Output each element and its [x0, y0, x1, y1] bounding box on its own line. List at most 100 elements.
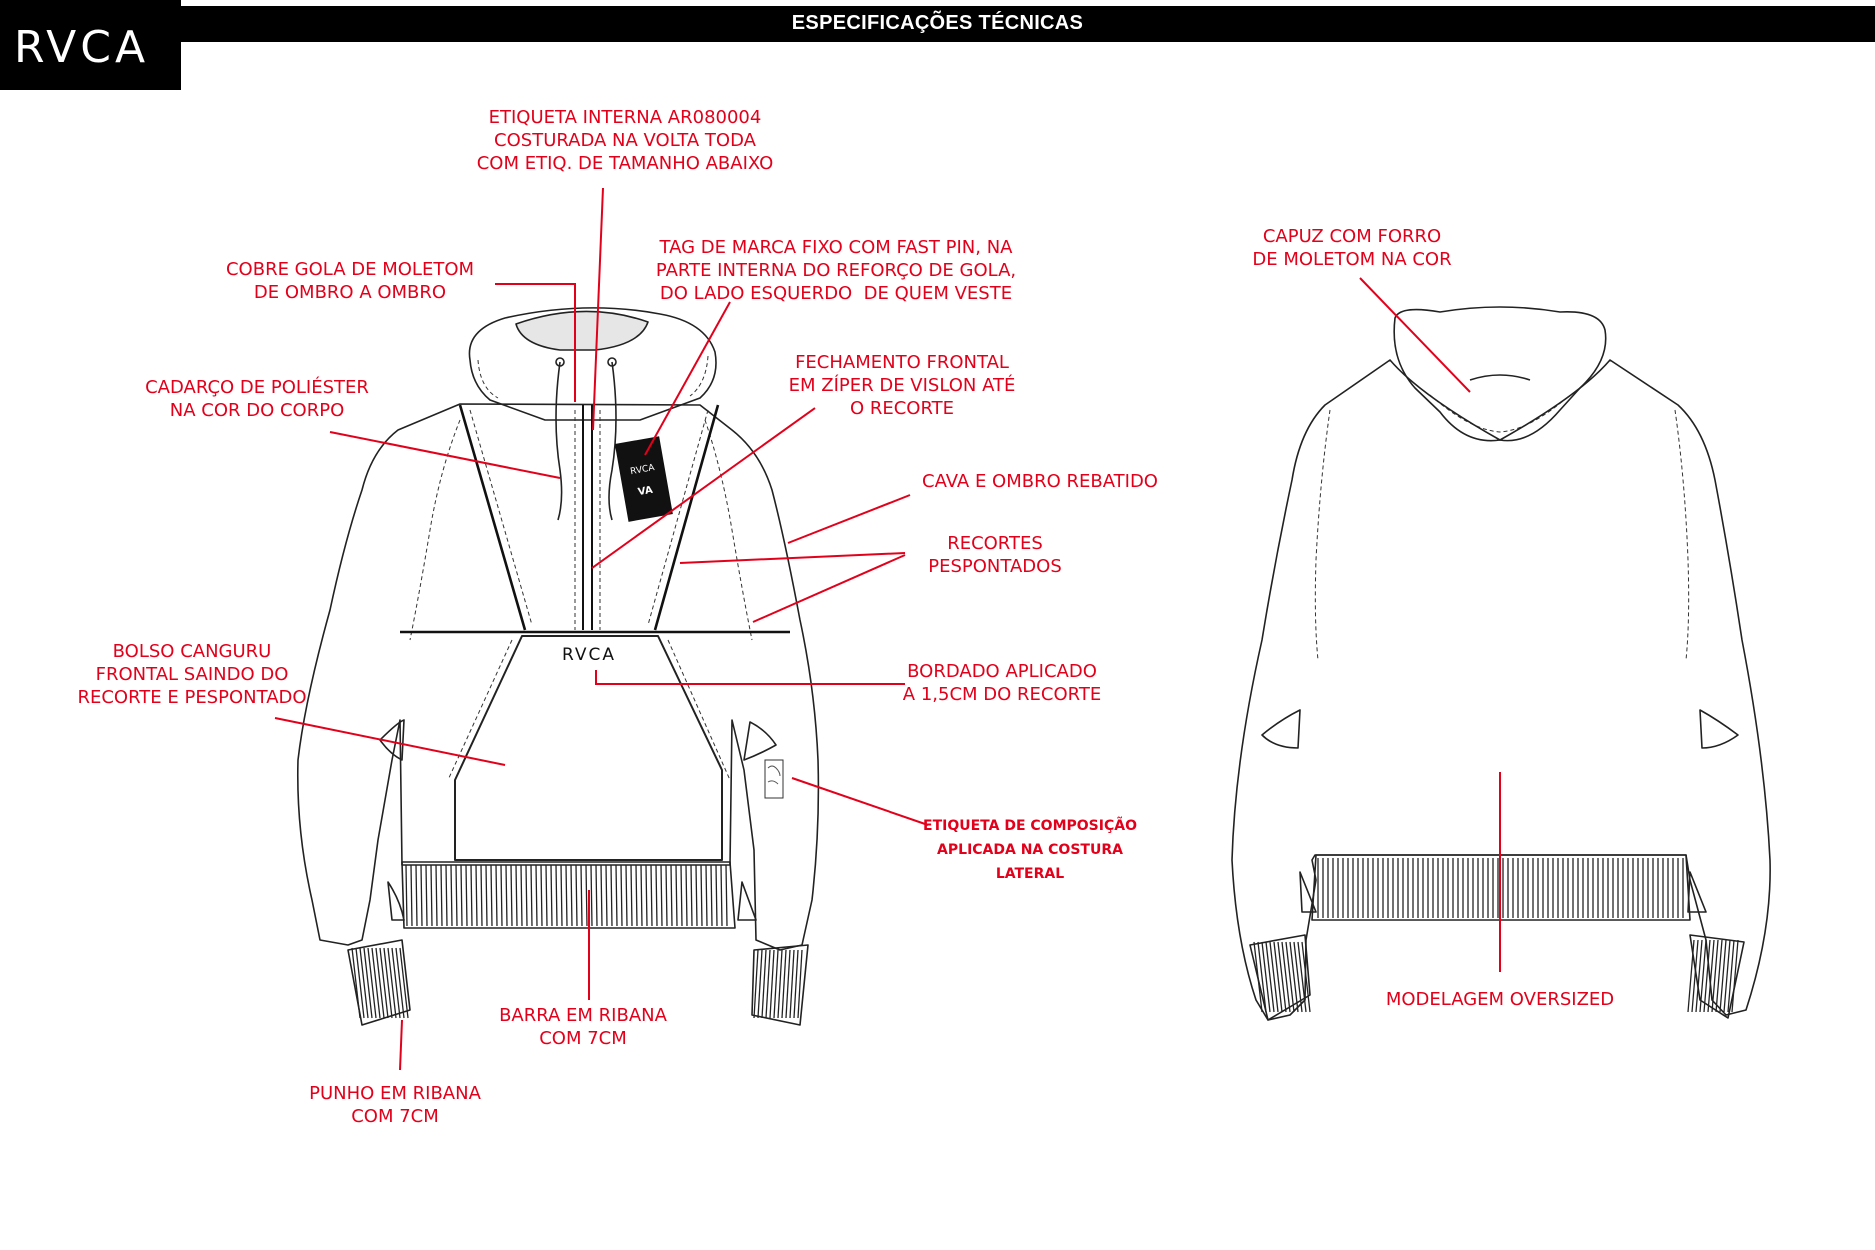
hang-tag-symbol: VA	[637, 485, 654, 498]
rib-line	[640, 864, 643, 927]
rib-line	[455, 864, 458, 927]
rib-line	[1253, 941, 1263, 1013]
rib-line	[1265, 941, 1275, 1013]
leader-cobre-gola	[495, 283, 576, 402]
front-hood	[468, 307, 717, 421]
zipper	[582, 405, 593, 630]
label-fechamento: FECHAMENTO FRONTAL EM ZÍPER DE VISLON AT…	[788, 352, 1016, 419]
label-etiqueta-interna: ETIQUETA INTERNA AR080004 COSTURADA NA V…	[476, 107, 774, 174]
rib-line	[1723, 939, 1731, 1013]
hang-tag	[614, 436, 673, 522]
rib-line	[1273, 941, 1283, 1013]
label-bordado: BORDADO APLICADO A 1,5CM DO RECORTE	[902, 661, 1102, 705]
rib-line	[595, 864, 598, 927]
rib-line	[675, 864, 678, 927]
rib-line	[690, 864, 693, 927]
rib-line	[1297, 941, 1307, 1013]
back-view	[1231, 306, 1771, 1021]
rib-line	[650, 864, 653, 927]
rib-line	[391, 947, 401, 1019]
rib-line	[685, 864, 688, 927]
rib-line	[383, 947, 393, 1019]
rib-line	[700, 864, 703, 927]
rib-line	[630, 864, 633, 927]
leader-etiqueta-composicao	[791, 777, 929, 826]
label-cava: CAVA E OMBRO REBATIDO	[922, 471, 1158, 492]
drawcord-right	[608, 361, 617, 521]
left-yoke-seam	[458, 404, 527, 631]
rib-line	[387, 947, 397, 1019]
rib-line	[399, 947, 409, 1019]
rib-line	[1699, 939, 1707, 1013]
leader-tag-marca	[644, 301, 731, 456]
rib-line	[570, 864, 573, 927]
back-cuff-right	[1689, 934, 1745, 1019]
rib-line	[560, 864, 563, 927]
hang-tag-logo: RVCA	[630, 463, 657, 477]
leader-recortes-1	[679, 552, 906, 564]
rib-line	[635, 864, 638, 927]
rib-line	[665, 864, 668, 927]
rib-line	[605, 864, 608, 927]
back-cuff-left	[1249, 934, 1311, 1021]
rib-line	[490, 864, 493, 927]
brand-logo-text: RVCA	[14, 22, 150, 73]
rib-line	[363, 947, 373, 1019]
rib-line	[585, 864, 588, 927]
rib-line	[757, 949, 763, 1019]
rib-line	[680, 864, 683, 927]
rib-line	[1695, 939, 1703, 1013]
hem-rib	[401, 861, 736, 929]
rib-line	[495, 864, 498, 927]
label-modelagem: MODELAGEM OVERSIZED	[1385, 989, 1615, 1010]
leader-recortes-2	[752, 554, 906, 623]
rib-line	[1261, 941, 1271, 1013]
leader-bolso	[274, 717, 506, 766]
rib-line	[1281, 941, 1291, 1013]
kangaroo-pocket	[454, 635, 723, 861]
rib-line	[395, 947, 405, 1019]
rib-line	[1687, 939, 1695, 1013]
rib-line	[725, 864, 728, 927]
label-bolso: BOLSO CANGURU FRONTAL SAINDO DO RECORTE …	[77, 641, 307, 708]
rib-line	[1727, 939, 1735, 1013]
chest-embroidery: RVCA	[562, 645, 616, 665]
leader-fechamento	[591, 407, 816, 569]
rib-line	[625, 864, 628, 927]
rib-line	[670, 864, 673, 927]
rib-line	[580, 864, 583, 927]
rib-line	[715, 864, 718, 927]
page-title: ESPECIFICAÇÕES TÉCNICAS	[791, 12, 1084, 34]
rib-line	[785, 949, 791, 1019]
rib-line	[510, 864, 513, 927]
front-view: RVCA VA RVCA	[296, 307, 820, 1026]
rib-line	[485, 864, 488, 927]
label-punho: PUNHO EM RIBANA COM 7CM	[309, 1083, 481, 1127]
rib-line	[655, 864, 658, 927]
rib-line	[530, 864, 533, 927]
rib-line	[420, 864, 423, 927]
composition-label	[764, 759, 784, 799]
label-cobre-gola: COBRE GOLA DE MOLETOM DE OMBRO A OMBRO	[225, 259, 475, 303]
rib-line	[590, 864, 593, 927]
leader-cadarco	[329, 431, 561, 479]
front-body-outline	[296, 403, 820, 951]
right-yoke-seam	[653, 404, 720, 631]
rib-line	[600, 864, 603, 927]
rib-line	[440, 864, 443, 927]
rib-line	[405, 864, 408, 927]
rib-line	[1703, 939, 1711, 1013]
back-hem-rib	[1311, 854, 1691, 921]
rib-line	[1269, 941, 1279, 1013]
rib-line	[500, 864, 503, 927]
label-etiqueta-composicao: ETIQUETA DE COMPOSIÇÃO APLICADA NA COSTU…	[923, 818, 1137, 882]
rib-line	[645, 864, 648, 927]
rib-line	[575, 864, 578, 927]
rib-line	[1285, 941, 1295, 1013]
leader-bordado	[595, 670, 905, 685]
header-bar: ESPECIFICAÇÕES TÉCNICAS	[0, 6, 1875, 42]
rib-line	[480, 864, 483, 927]
rib-line	[615, 864, 618, 927]
hem-rib-lines	[405, 864, 728, 927]
